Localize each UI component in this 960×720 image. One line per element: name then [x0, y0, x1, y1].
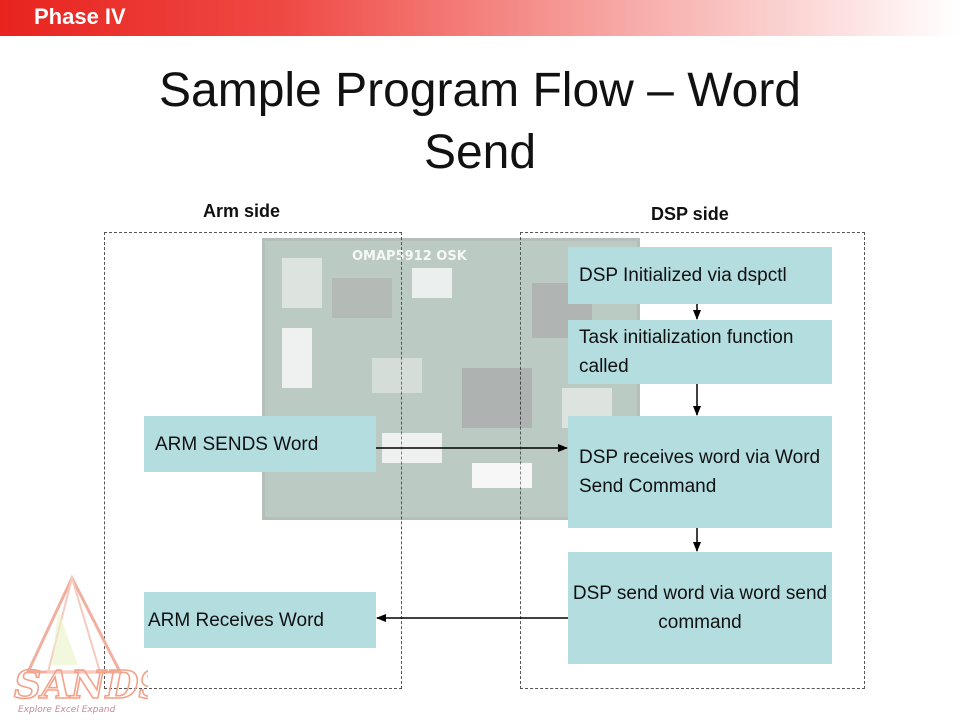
board-silkscreen: OMAP5912 OSK: [352, 249, 468, 264]
slide-title: Sample Program Flow – Word Send: [159, 64, 801, 179]
arm-sends-word-box: ARM SENDS Word: [144, 416, 376, 472]
dsp-send-word-box: DSP send word via word send command: [568, 552, 832, 664]
dsp-side-region: [520, 232, 865, 689]
arm-receives-word-box: ARM Receives Word: [144, 592, 376, 648]
logo-text: SANDS: [14, 662, 148, 707]
dsp-side-label: DSP side: [651, 204, 729, 224]
phase-banner: Phase IV: [0, 0, 960, 36]
phase-label: Phase IV: [34, 4, 126, 29]
dsp-receives-word-box: DSP receives word via Word Send Command: [568, 416, 832, 528]
task-init-box: Task initialization function called: [568, 320, 832, 384]
sands-logo: SANDS Explore Excel Expand: [13, 574, 148, 715]
dsp-initialized-box: DSP Initialized via dspctl: [568, 247, 832, 304]
arm-side-label: Arm side: [203, 201, 281, 221]
logo-tagline: Explore Excel Expand: [18, 705, 116, 715]
arm-side-region: [104, 232, 402, 689]
